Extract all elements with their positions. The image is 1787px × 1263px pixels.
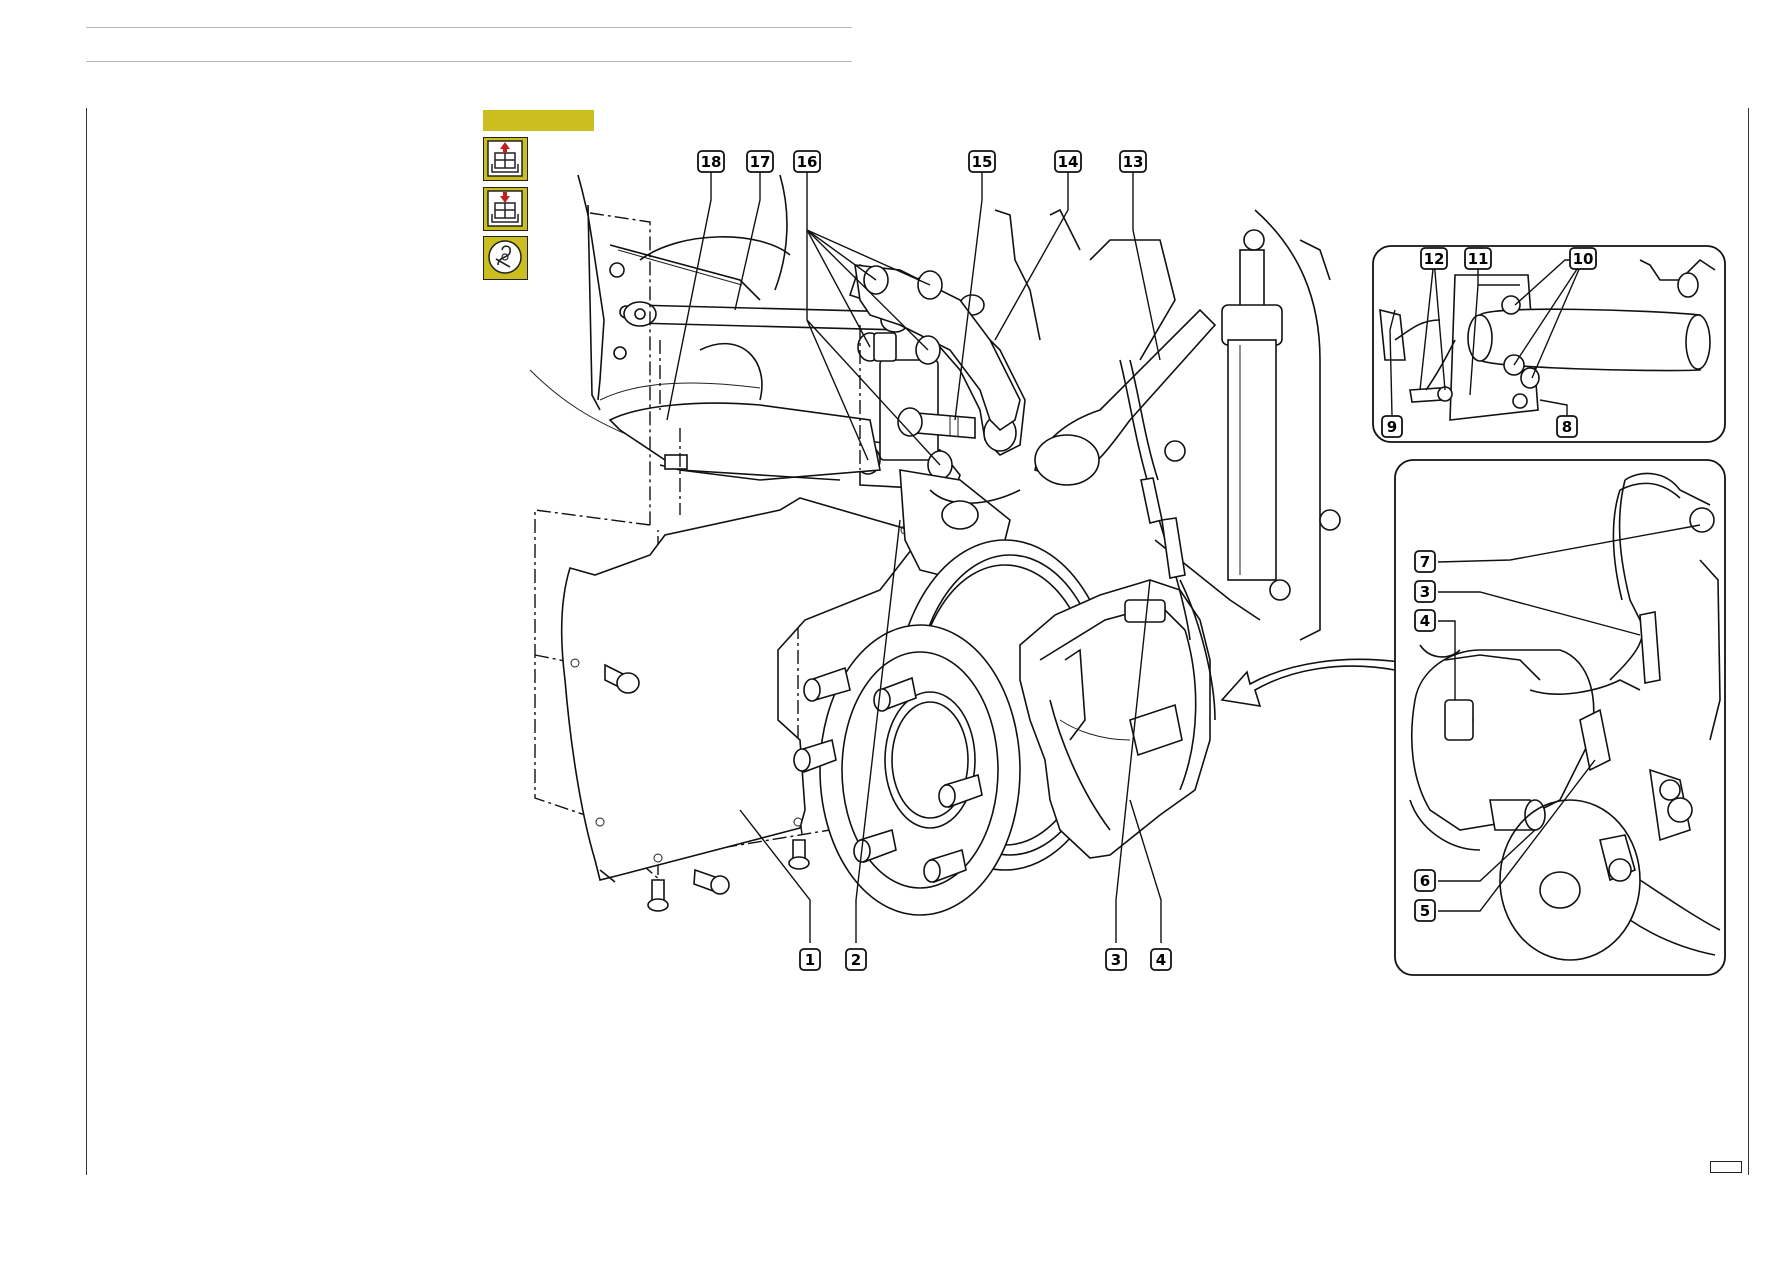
- chassis-frame: [529, 174, 1081, 441]
- header-rule-bottom: [86, 61, 852, 62]
- callout-label-c18: 18: [701, 153, 722, 171]
- heat-shield-panel: [608, 402, 881, 481]
- header-rule-top: [86, 27, 852, 28]
- brake-caliper: [1019, 579, 1211, 859]
- callout-box-c12: [1420, 247, 1448, 270]
- brake-hose: [1119, 359, 1216, 721]
- page-number-box: [1710, 1161, 1742, 1173]
- callout-c3b: 3: [1414, 580, 1436, 603]
- callout-c9: 9: [1381, 415, 1403, 438]
- section-tab: [483, 110, 594, 131]
- callout-c3: 3: [1105, 948, 1127, 971]
- callout-box-c17: [746, 150, 774, 173]
- callout-box-c6: [1414, 869, 1436, 892]
- callout-label-c6: 6: [1420, 872, 1430, 890]
- shock-absorber: [1154, 209, 1341, 641]
- remove-icon: [483, 137, 528, 181]
- callout-box-c4: [1150, 948, 1172, 971]
- callout-label-c10: 10: [1573, 250, 1594, 268]
- callout-c1: 1: [799, 948, 821, 971]
- steering-tie-rod: [1034, 239, 1217, 486]
- inset-caliper-detail: [1394, 459, 1726, 976]
- callout-box-c7: [1414, 550, 1436, 573]
- wheel-hub: [793, 624, 1021, 916]
- callout-label-c16: 16: [797, 153, 818, 171]
- callout-label-c8: 8: [1562, 418, 1572, 436]
- callout-box-c10: [1569, 247, 1597, 270]
- callout-label-c4: 4: [1156, 951, 1166, 969]
- callout-c10: 10: [1569, 247, 1597, 270]
- callout-box-c11: [1464, 247, 1492, 270]
- callout-label-c17: 17: [750, 153, 771, 171]
- callout-label-c12: 12: [1424, 250, 1445, 268]
- refit-icon: [483, 187, 528, 231]
- callout-box-c4b: [1414, 609, 1436, 632]
- callout-box-c8: [1556, 415, 1578, 438]
- callout-box-c14: [1054, 150, 1082, 173]
- callout-c11: 11: [1464, 247, 1492, 270]
- detail-arrow: [1220, 658, 1402, 707]
- inset-mount-detail: [1372, 245, 1726, 443]
- callout-c15: 15: [968, 150, 996, 173]
- callout-box-c1: [799, 948, 821, 971]
- callout-box-c16: [793, 150, 821, 173]
- callout-box-c13: [1119, 150, 1147, 173]
- callout-c4: 4: [1150, 948, 1172, 971]
- callout-c5: 5: [1414, 899, 1436, 922]
- callout-label-c13: 13: [1123, 153, 1144, 171]
- callout-label-c4b: 4: [1420, 612, 1430, 630]
- leader-lines: [666, 172, 1162, 943]
- left-margin-line: [86, 108, 87, 1175]
- callout-c8: 8: [1556, 415, 1578, 438]
- callout-box-c5: [1414, 899, 1436, 922]
- callout-c14: 14: [1054, 150, 1082, 173]
- callout-c12: 12: [1420, 247, 1448, 270]
- callout-label-c1: 1: [805, 951, 815, 969]
- callout-label-c9: 9: [1387, 418, 1397, 436]
- callout-c16: 16: [793, 150, 821, 173]
- tighten-torque-icon: [483, 236, 528, 280]
- callout-c18: 18: [697, 150, 725, 173]
- shield-bolts: [604, 663, 810, 912]
- callout-c17: 17: [746, 150, 774, 173]
- callout-label-c14: 14: [1058, 153, 1079, 171]
- callout-c6: 6: [1414, 869, 1436, 892]
- callout-label-c7: 7: [1420, 553, 1430, 571]
- callout-label-c3: 3: [1111, 951, 1121, 969]
- callout-box-c3: [1105, 948, 1127, 971]
- callout-box-c9: [1381, 415, 1403, 438]
- callout-box-c18: [697, 150, 725, 173]
- callout-c13: 13: [1119, 150, 1147, 173]
- callout-box-c2: [845, 948, 867, 971]
- right-margin-line: [1748, 108, 1749, 1175]
- callout-c2: 2: [845, 948, 867, 971]
- callout-box-c3b: [1414, 580, 1436, 603]
- callout-box-c15: [968, 150, 996, 173]
- through-bolt: [897, 407, 976, 439]
- callout-c4b: 4: [1414, 609, 1436, 632]
- callout-label-c11: 11: [1468, 250, 1489, 268]
- callout-c7: 7: [1414, 550, 1436, 573]
- upper-mount-bracket: [854, 264, 1021, 491]
- callout-label-c2: 2: [851, 951, 861, 969]
- callout-label-c3b: 3: [1420, 583, 1430, 601]
- callout-label-c15: 15: [972, 153, 993, 171]
- callout-label-c5: 5: [1420, 902, 1430, 920]
- inset-callouts: 12 11 10 9 8 7 3 4 6 5: [1381, 247, 1597, 922]
